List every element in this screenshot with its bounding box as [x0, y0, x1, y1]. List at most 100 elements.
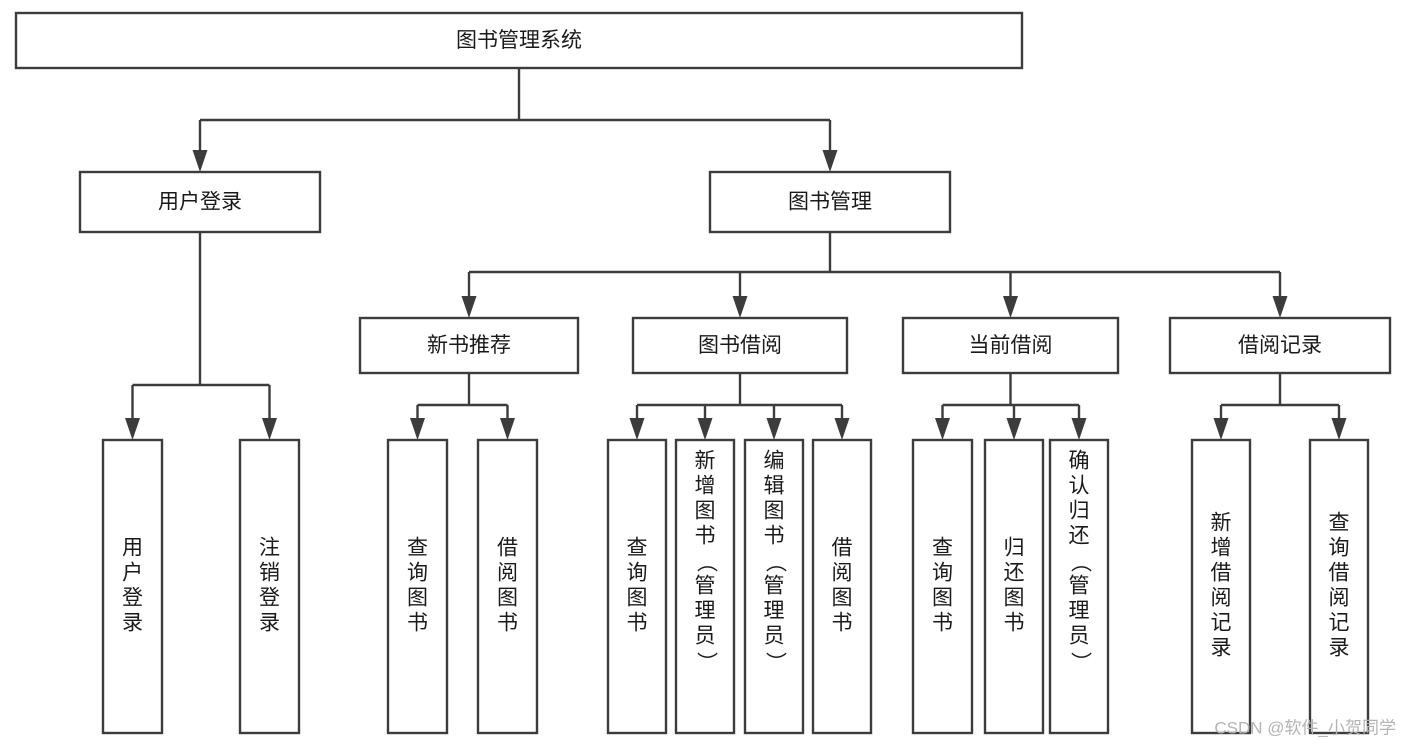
node-leaf-add-record-label-char: 录 — [1211, 637, 1232, 660]
borrow-to-leaves-arrow-2 — [766, 418, 782, 440]
node-leaf-logout-label-char: 录 — [259, 612, 280, 635]
node-leaf-edit-book-label-char: 书 — [764, 525, 785, 548]
node-leaf-add-record-rect — [1190, 438, 1252, 735]
node-user-login[interactable]: 用户登录 — [78, 170, 322, 234]
node-leaf-return-book-label-char: 还 — [1004, 562, 1025, 585]
node-leaf-confirm-return-label-char: 确 — [1069, 450, 1090, 473]
userlogin-to-leaves-arrow-0 — [125, 418, 140, 440]
node-leaf-user-login[interactable]: 用户登录 — [101, 438, 164, 735]
node-leaf-query-book-2-label-char: 查 — [627, 537, 648, 560]
node-leaf-query-book-1-label-char: 查 — [407, 537, 428, 560]
node-leaf-confirm-return-label-char: 理 — [1069, 600, 1090, 623]
node-leaf-query-book-3-label-char: 询 — [932, 562, 953, 585]
node-leaf-confirm-return-label-char: 认 — [1069, 475, 1090, 498]
node-leaf-add-book-label-char: （ — [694, 552, 717, 573]
node-leaf-query-record-label-char: 记 — [1329, 612, 1350, 635]
node-leaf-user-login-rect — [101, 438, 164, 735]
node-leaf-confirm-return-label-char: （ — [1068, 552, 1091, 573]
bookmgmt-to-tier3-arrow-3 — [1272, 296, 1288, 318]
node-leaf-add-record-label-char: 增 — [1211, 537, 1232, 560]
node-leaf-return-book-label-char: 书 — [1004, 612, 1025, 635]
node-leaf-query-book-2-rect — [606, 438, 668, 735]
node-leaf-query-record-label-char: 录 — [1329, 637, 1350, 660]
current-to-leaves-arrow-1 — [1006, 418, 1022, 440]
node-leaf-add-book-label-char: ） — [694, 652, 717, 673]
recommend-to-leaves-arrow-0 — [410, 418, 425, 440]
node-leaf-query-book-3-rect — [911, 438, 974, 735]
node-leaf-add-book-label-char: 增 — [695, 475, 716, 498]
node-leaf-edit-book-label-char: 辑 — [764, 475, 785, 498]
node-new-book-recommend-rect — [358, 316, 580, 375]
record-to-leaves-arrow-1 — [1331, 418, 1347, 440]
node-leaf-edit-book-label-char: 员 — [764, 625, 785, 648]
node-leaf-add-record-label-char: 新 — [1211, 512, 1232, 535]
node-leaf-borrow-book-2-rect — [811, 438, 873, 735]
recommend-to-leaves-arrow-1 — [500, 418, 515, 440]
node-book-management[interactable]: 图书管理 — [708, 170, 952, 234]
node-root-book-management-system[interactable]: 图书管理系统 — [14, 11, 1024, 70]
node-leaf-confirm-return-label-char: 归 — [1069, 500, 1090, 523]
node-borrow-record-rect — [1168, 316, 1392, 375]
userlogin-to-leaves-arrow-1 — [262, 418, 277, 440]
node-leaf-add-book-label-char: 员 — [695, 625, 716, 648]
node-book-borrow[interactable]: 图书借阅 — [631, 316, 849, 375]
node-leaf-borrow-book-1-label-char: 图 — [497, 587, 518, 610]
node-user-login-rect — [78, 170, 322, 234]
node-leaf-add-book-label-char: 理 — [695, 600, 716, 623]
bookmgmt-to-tier3-arrow-1 — [732, 296, 748, 318]
node-leaf-user-login-label-char: 用 — [122, 537, 143, 560]
boxes-layer: 图书管理系统用户登录图书管理新书推荐图书借阅当前借阅借阅记录用户登录注销登录查询… — [14, 11, 1392, 735]
node-leaf-borrow-book-1-rect — [476, 438, 539, 735]
node-leaf-borrow-book-2-label-char: 书 — [832, 612, 853, 635]
node-new-book-recommend-label: 新书推荐 — [427, 334, 511, 357]
record-to-leaves-arrow-0 — [1213, 418, 1229, 440]
node-leaf-logout-label-char: 注 — [259, 537, 280, 560]
node-leaf-return-book-label-char: 归 — [1004, 537, 1025, 560]
node-leaf-user-login-label-char: 户 — [122, 562, 143, 585]
node-leaf-confirm-return-label-char: ） — [1068, 652, 1091, 673]
node-leaf-edit-book-label-char: ） — [763, 652, 786, 673]
connectors-layer — [125, 68, 1347, 440]
node-leaf-add-book-label-char: 管 — [695, 575, 716, 598]
node-leaf-borrow-book-2-label-char: 借 — [832, 537, 853, 560]
node-leaf-borrow-book-2-label-char: 阅 — [832, 562, 853, 585]
node-leaf-query-book-3-label-char: 书 — [932, 612, 953, 635]
node-leaf-confirm-return-label-char: 员 — [1069, 625, 1090, 648]
node-leaf-query-book-3-label-char: 图 — [932, 587, 953, 610]
node-new-book-recommend[interactable]: 新书推荐 — [358, 316, 580, 375]
node-current-borrow[interactable]: 当前借阅 — [901, 316, 1120, 375]
node-leaf-query-book-2-label-char: 图 — [627, 587, 648, 610]
node-borrow-record[interactable]: 借阅记录 — [1168, 316, 1392, 375]
node-leaf-query-book-3-label-char: 查 — [932, 537, 953, 560]
node-root-book-management-system-label: 图书管理系统 — [456, 29, 582, 52]
node-leaf-borrow-book-1-label-char: 借 — [497, 537, 518, 560]
node-borrow-record-label: 借阅记录 — [1238, 334, 1322, 357]
current-to-leaves-arrow-2 — [1071, 418, 1087, 440]
node-leaf-edit-book-label-char: 理 — [764, 600, 785, 623]
node-leaf-query-book-1-label-char: 图 — [407, 587, 428, 610]
node-leaf-edit-book-label-char: 编 — [764, 450, 785, 473]
node-leaf-query-book-1-label-char: 询 — [407, 562, 428, 585]
node-leaf-add-book-label-char: 新 — [695, 450, 716, 473]
borrow-to-leaves-arrow-3 — [834, 418, 850, 440]
node-book-borrow-label: 图书借阅 — [698, 334, 782, 357]
node-leaf-query-record-label-char: 阅 — [1329, 587, 1350, 610]
node-leaf-borrow-book-1-label-char: 阅 — [497, 562, 518, 585]
node-leaf-add-record-label-char: 借 — [1211, 562, 1232, 585]
node-leaf-return-book-label-char: 图 — [1004, 587, 1025, 610]
node-leaf-edit-book-rect — [743, 438, 805, 735]
node-leaf-borrow-book-2-label-char: 图 — [832, 587, 853, 610]
